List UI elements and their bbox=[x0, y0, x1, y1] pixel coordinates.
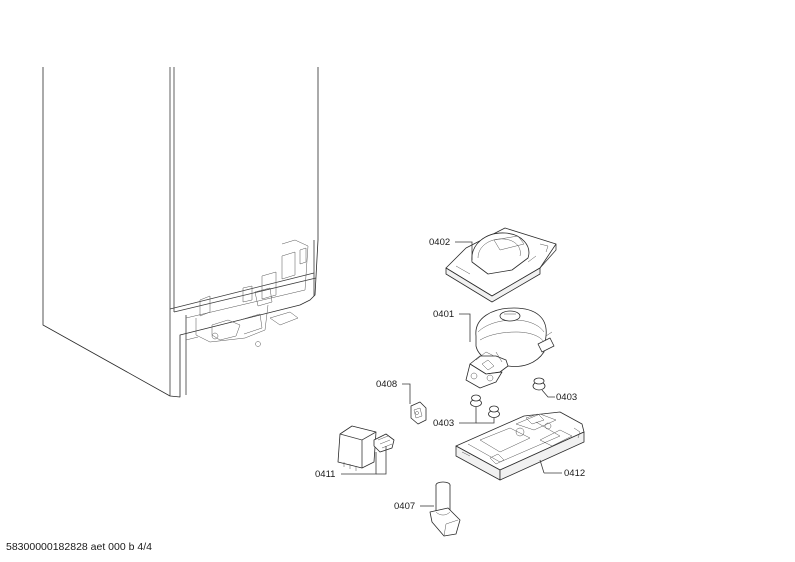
label-0403-right: 0403 bbox=[556, 392, 577, 403]
label-0401: 0401 bbox=[433, 309, 454, 320]
cabinet-housing bbox=[42, 67, 319, 398]
part-0408-clip bbox=[410, 401, 427, 425]
label-0403-left: 0403 bbox=[433, 418, 454, 429]
label-0411: 0411 bbox=[315, 469, 335, 480]
leader-lines bbox=[341, 241, 562, 507]
label-0408: 0408 bbox=[376, 379, 397, 390]
part-0402-cover bbox=[445, 227, 557, 303]
part-0412-base-tray bbox=[455, 411, 585, 481]
label-0412: 0412 bbox=[564, 468, 585, 479]
label-0407: 0407 bbox=[394, 501, 415, 512]
part-0411-relay bbox=[337, 425, 395, 471]
document-footer-id: 58300000182828 aet 000 b 4/4 bbox=[6, 541, 152, 553]
part-0407-drain-spout bbox=[429, 481, 461, 537]
label-0402: 0402 bbox=[429, 237, 450, 248]
part-0401-compressor bbox=[465, 307, 555, 389]
part-0403-grommets bbox=[470, 377, 546, 418]
